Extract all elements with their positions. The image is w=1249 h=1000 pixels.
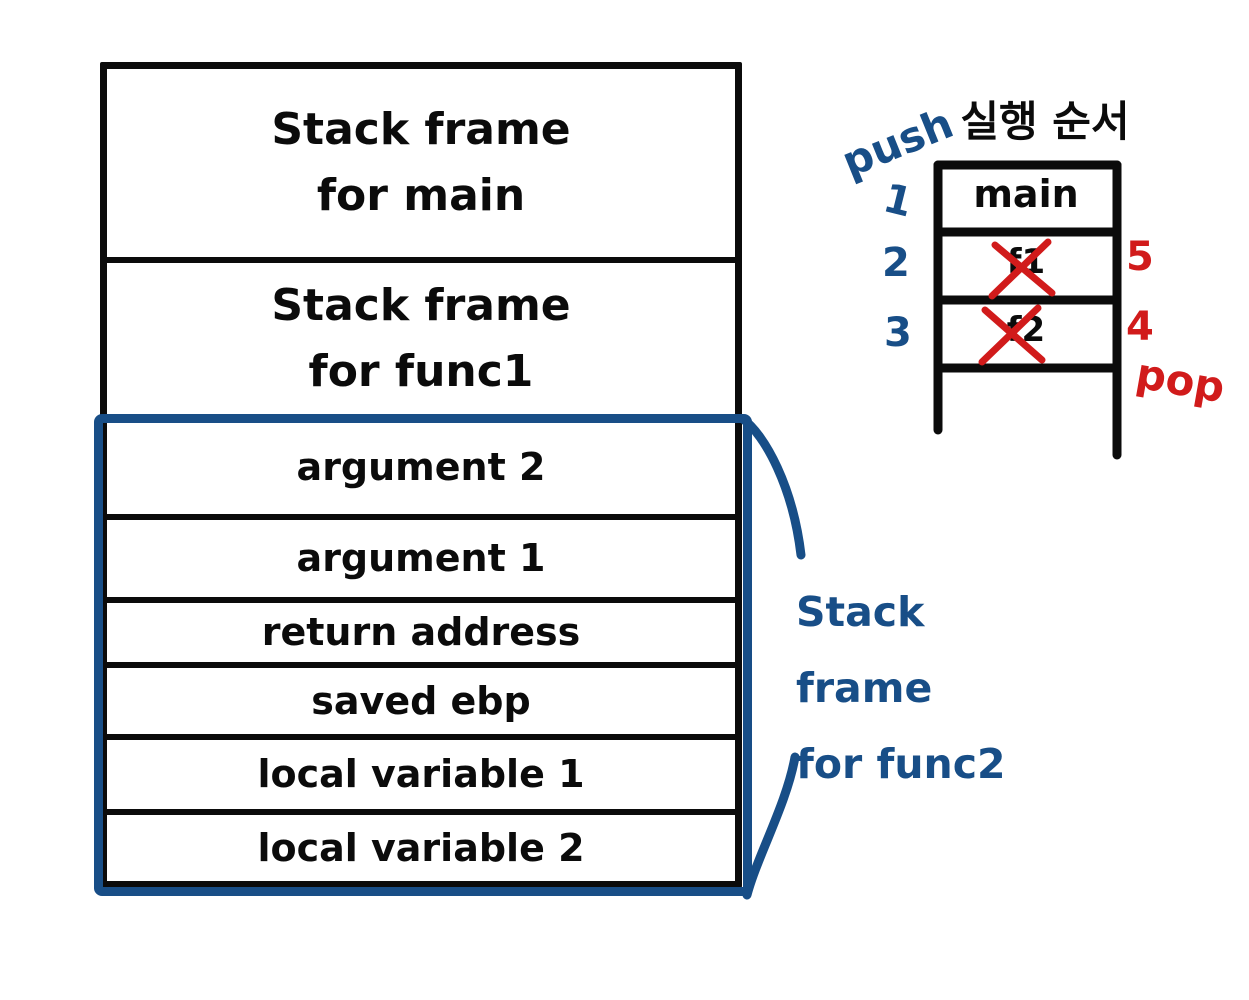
brace-bottom-stroke: [742, 752, 800, 900]
row-label-local-variable-1: local variable 1: [257, 752, 585, 796]
execution-stack-frame-lines: [933, 160, 1122, 460]
row-label-stack-frame-main: Stack frame for main: [271, 104, 571, 221]
row-local-variable-1: local variable 1: [107, 740, 735, 815]
row-label-argument-1: argument 1: [296, 536, 546, 580]
pop-label: pop: [1132, 348, 1229, 413]
f2-cross-stroke-2: [978, 304, 1042, 366]
pop-order-4: 4: [1126, 304, 1154, 350]
execution-order-title: 실행 순서: [960, 97, 1130, 146]
push-order-1: 1: [878, 175, 917, 227]
row-stack-frame-func1: Stack frame for func1: [107, 263, 735, 420]
row-stack-frame-main: Stack frame for main: [107, 69, 735, 263]
row-label-local-variable-2: local variable 2: [257, 825, 585, 870]
push-order-3: 3: [884, 310, 912, 356]
brace-top-stroke: [738, 414, 806, 560]
row-argument-2: argument 2: [107, 420, 735, 520]
func2-brace: [738, 414, 806, 900]
row-return-address: return address: [107, 603, 735, 668]
row-label-stack-frame-func1: Stack frame for func1: [271, 279, 571, 397]
crossout-marks: [978, 238, 1056, 366]
row-label-saved-ebp: saved ebp: [311, 678, 531, 723]
f1-cross-stroke-2: [988, 238, 1052, 300]
row-saved-ebp: saved ebp: [107, 668, 735, 740]
row-argument-1: argument 1: [107, 520, 735, 603]
row-label-return-address: return address: [261, 610, 581, 654]
row-local-variable-2: local variable 2: [107, 815, 735, 881]
call-stack-box: Stack frame for main Stack frame for fun…: [100, 62, 742, 888]
exec-cell-main: main: [973, 172, 1079, 216]
func2-caption: Stack frame for func2: [796, 588, 1006, 788]
pop-order-5: 5: [1126, 234, 1154, 280]
row-label-argument-2: argument 2: [296, 444, 546, 489]
push-order-2: 2: [882, 240, 910, 286]
